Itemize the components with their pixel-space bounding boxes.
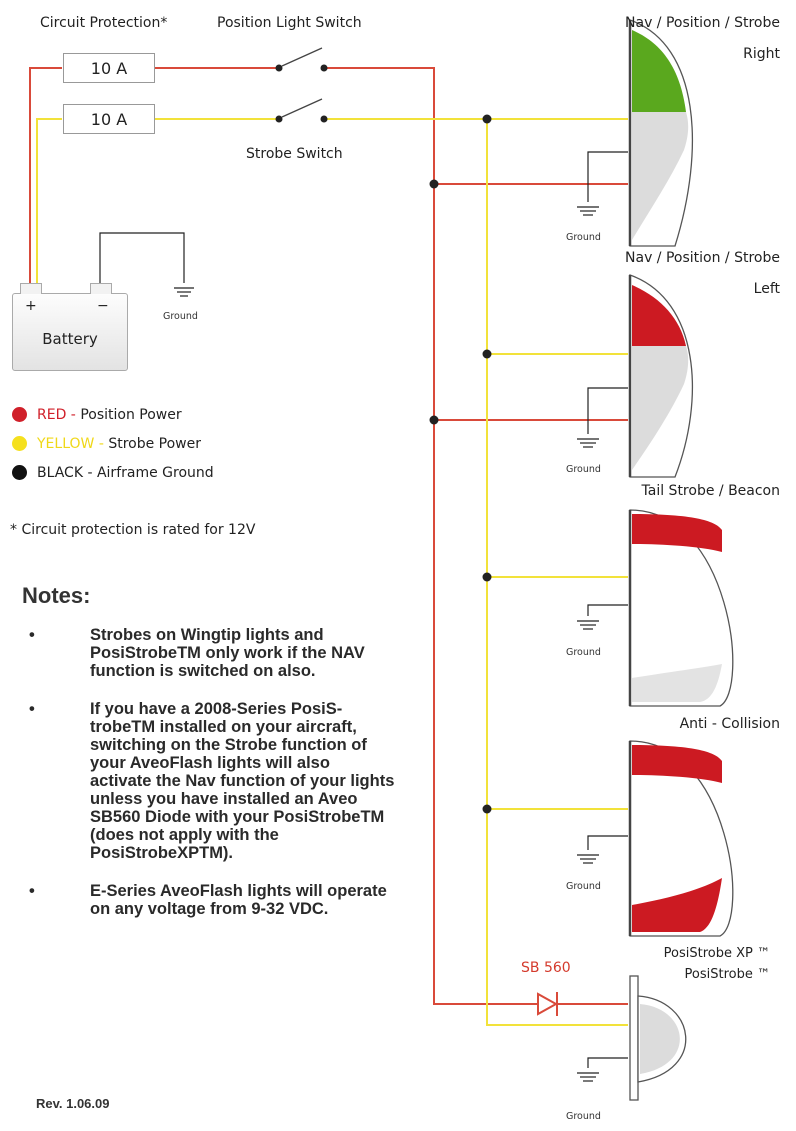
battery-minus-terminal: − bbox=[97, 298, 109, 314]
legend-yellow-sep: - bbox=[94, 435, 109, 452]
legend-red: RED - Position Power bbox=[12, 400, 214, 429]
legend-black-key: BLACK bbox=[37, 464, 84, 481]
legend-black: BLACK - Airframe Ground bbox=[12, 458, 214, 487]
footnote: * Circuit protection is rated for 12V bbox=[10, 522, 256, 538]
legend-red-dot bbox=[12, 407, 27, 422]
light-left-label-1: Nav / Position / Strobe bbox=[625, 250, 780, 266]
light-right-label-1: Nav / Position / Strobe bbox=[625, 15, 780, 31]
note-text-3: E-Series AveoFlash lights will operate o… bbox=[90, 882, 387, 918]
ground-label-right: Ground bbox=[566, 232, 601, 243]
note-text-2: If you have a 2008-Series PosiS-trobeTM … bbox=[90, 700, 395, 862]
legend-red-key: RED bbox=[37, 406, 67, 423]
strobe-switch-label: Strobe Switch bbox=[246, 146, 343, 162]
battery-ground-label: Ground bbox=[163, 311, 198, 322]
battery-plus-terminal: + bbox=[25, 298, 37, 314]
light-right-label-2: Right bbox=[743, 46, 780, 62]
legend-red-sep: - bbox=[66, 406, 81, 423]
battery-minus-post bbox=[90, 283, 112, 294]
legend-black-desc: Airframe Ground bbox=[96, 464, 214, 481]
legend-yellow-dot bbox=[12, 436, 27, 451]
legend-black-sep: - bbox=[83, 464, 97, 481]
light-left-wingtip bbox=[628, 274, 694, 478]
ground-label-posi: Ground bbox=[566, 1111, 601, 1122]
note-item: •Strobes on Wingtip lights and PosiStrob… bbox=[29, 626, 365, 680]
note-item: •If you have a 2008-Series PosiS-trobeTM… bbox=[29, 700, 395, 862]
legend-yellow: YELLOW - Strobe Power bbox=[12, 429, 214, 458]
battery-plus-post bbox=[20, 283, 42, 294]
battery-label: Battery bbox=[42, 330, 98, 348]
light-anti-label: Anti - Collision bbox=[679, 716, 780, 732]
light-posi-label: PosiStrobe ™ bbox=[684, 967, 770, 982]
position-light-switch-label: Position Light Switch bbox=[217, 15, 362, 31]
legend-yellow-desc: Strobe Power bbox=[108, 435, 201, 452]
junction-dots bbox=[429, 114, 492, 814]
battery-ground-wire bbox=[99, 232, 194, 297]
note-item: •E-Series AveoFlash lights will operate … bbox=[29, 882, 387, 918]
light-posi-xp-label: PosiStrobe XP ™ bbox=[663, 946, 770, 961]
sb560-diode bbox=[537, 992, 559, 1016]
legend: RED - Position Power YELLOW - Strobe Pow… bbox=[12, 400, 214, 487]
notes-title: Notes: bbox=[22, 583, 91, 608]
ground-label-tail: Ground bbox=[566, 647, 601, 658]
sb560-label: SB 560 bbox=[521, 960, 571, 976]
light-anti-collision bbox=[628, 740, 734, 937]
fuse-strobe: 10 A bbox=[63, 104, 155, 134]
yellow-strobe-wire bbox=[36, 118, 628, 1026]
ground-label-left: Ground bbox=[566, 464, 601, 475]
legend-yellow-key: YELLOW bbox=[37, 435, 95, 452]
notes-list: •Strobes on Wingtip lights and PosiStrob… bbox=[25, 626, 395, 938]
ground-label-anti: Ground bbox=[566, 881, 601, 892]
light-posistrobe bbox=[629, 975, 687, 1101]
note-text-1: Strobes on Wingtip lights and PosiStrobe… bbox=[90, 626, 365, 680]
light-tail-strobe bbox=[628, 509, 734, 707]
light-right-wingtip bbox=[628, 19, 694, 247]
legend-red-desc: Position Power bbox=[80, 406, 182, 423]
circuit-protection-label: Circuit Protection* bbox=[40, 15, 168, 31]
revision-label: Rev. 1.06.09 bbox=[36, 1096, 110, 1111]
light-tail-label: Tail Strobe / Beacon bbox=[641, 483, 780, 499]
battery: + − Battery bbox=[12, 293, 128, 371]
fuse-position: 10 A bbox=[63, 53, 155, 83]
ground-symbols bbox=[577, 151, 628, 1082]
legend-black-dot bbox=[12, 465, 27, 480]
strobe-switch bbox=[275, 98, 328, 123]
position-light-switch bbox=[275, 47, 328, 72]
light-left-label-2: Left bbox=[753, 281, 780, 297]
